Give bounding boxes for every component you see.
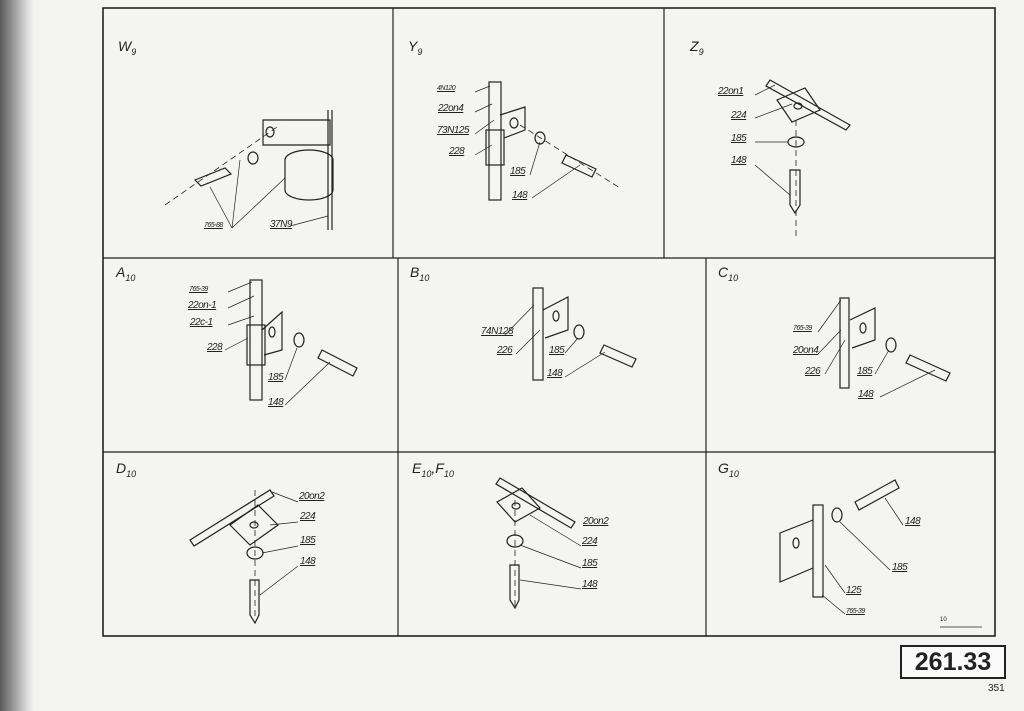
hinge-drawing-a10 [224, 279, 358, 406]
callout-label: 4N120 [437, 85, 456, 92]
hinge-drawing-b10 [504, 287, 637, 381]
panel-title-g10: G10 [718, 460, 739, 479]
callout-label: 125 [846, 585, 862, 596]
callout-label: 224 [582, 536, 598, 547]
callout-label: 148 [268, 397, 284, 408]
callout-label: 148 [858, 389, 874, 400]
hinge-drawing-c10 [817, 297, 951, 398]
panel-title-c10: C10 [718, 264, 739, 283]
callout-label: 185 [892, 562, 908, 573]
panel-title-e10-f10: E10,F10 [412, 460, 454, 479]
callout-label: 224 [300, 511, 316, 522]
callout-label: 22on4 [438, 103, 464, 114]
scale-bar-label: 10 [940, 617, 947, 623]
panel-title-w9: W9 [118, 38, 137, 57]
callout-label: 148 [512, 190, 528, 201]
hinge-drawing-y9 [474, 81, 621, 201]
callout-label: 148 [731, 155, 747, 166]
callout-label: 74N128 [481, 326, 514, 337]
callout-label: 185 [300, 535, 316, 546]
hinge-drawing-z9 [754, 79, 851, 240]
callout-label: 226 [805, 366, 821, 377]
page-number: 351 [988, 683, 1005, 694]
callout-label: 228 [207, 342, 223, 353]
callout-label: 765-88 [204, 222, 223, 229]
callout-label: 148 [547, 368, 563, 379]
panel-title-d10: D10 [116, 460, 137, 479]
callout-label: 765-39 [846, 608, 865, 615]
callout-label: 185 [268, 372, 284, 383]
callout-label: 224 [731, 110, 747, 121]
frame-grid [102, 7, 996, 637]
callout-label: 226 [497, 345, 513, 356]
callout-label: 185 [731, 133, 747, 144]
callout-label: 22on-1 [188, 300, 217, 311]
page-id-box: 261.33 [900, 645, 1006, 679]
book-binding-shadow [0, 0, 34, 711]
panel-title-a10: A10 [116, 264, 136, 283]
callout-label: 185 [582, 558, 598, 569]
callout-label: 148 [905, 516, 921, 527]
callout-label: 22c-1 [190, 317, 213, 328]
callout-label: 185 [857, 366, 873, 377]
callout-label: 148 [300, 556, 316, 567]
callout-label: 765-39 [793, 325, 812, 332]
panel-title-y9: Y9 [408, 38, 423, 57]
hinge-drawing-e10-f10 [495, 477, 582, 610]
callout-label: 20on2 [583, 516, 609, 527]
callout-label: 37N9 [270, 219, 292, 230]
callout-label: 185 [549, 345, 565, 356]
hinge-drawing-w9 [164, 110, 334, 230]
hinge-drawing-g10 [779, 479, 982, 628]
panel-title-z9: Z9 [690, 38, 704, 57]
callout-label: 22on1 [718, 86, 744, 97]
panel-title-b10: B10 [410, 264, 430, 283]
callout-label: 148 [582, 579, 598, 590]
callout-label: 185 [510, 166, 526, 177]
callout-label: 765-39 [189, 286, 208, 293]
callout-label: 20on4 [793, 345, 819, 356]
hinge-drawing-d10 [189, 489, 299, 625]
callout-label: 73N125 [437, 125, 470, 136]
callout-label: 20on2 [299, 491, 325, 502]
callout-label: 228 [449, 146, 465, 157]
